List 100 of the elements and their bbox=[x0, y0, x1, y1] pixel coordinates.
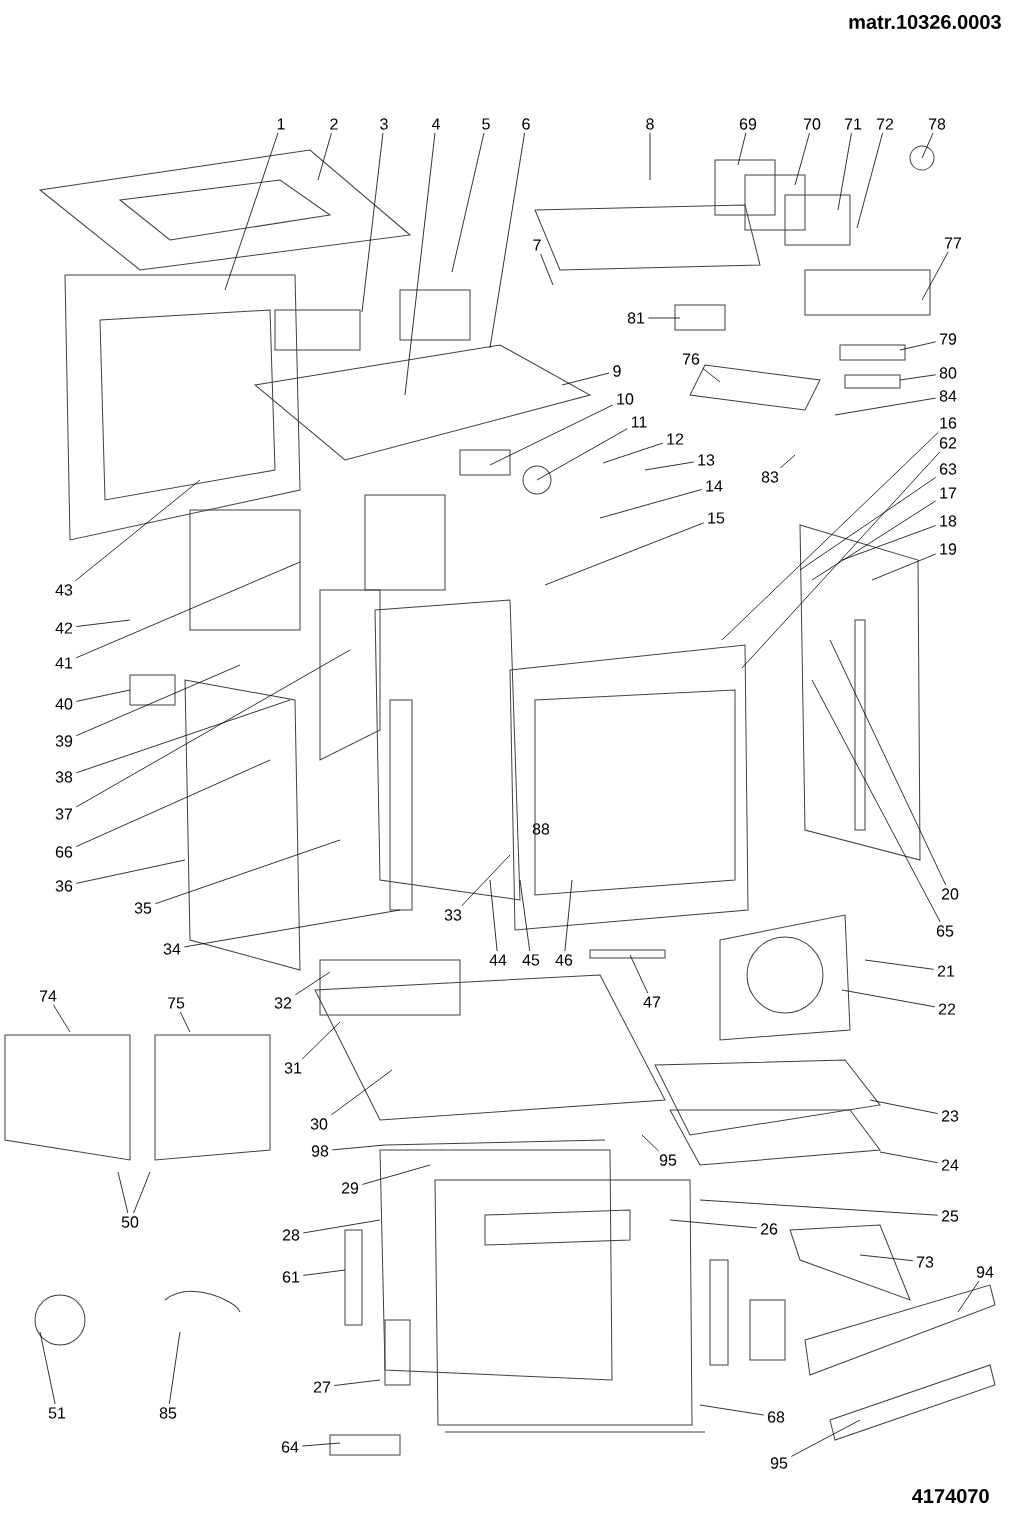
callout-number: 5 bbox=[482, 118, 490, 130]
callout-number: 40 bbox=[55, 698, 73, 710]
callout-number: 44 bbox=[489, 954, 507, 966]
callout-number: 95 bbox=[770, 1457, 788, 1469]
leader-line bbox=[183, 909, 401, 948]
leader-line bbox=[301, 1442, 341, 1447]
callout-number: 64 bbox=[281, 1441, 299, 1453]
callout-number: 1 bbox=[277, 118, 285, 130]
leader-line bbox=[540, 253, 554, 286]
callout-number: 42 bbox=[55, 622, 73, 634]
leader-line bbox=[301, 1021, 341, 1060]
callout-number: 36 bbox=[55, 880, 73, 892]
leader-line bbox=[702, 367, 721, 383]
leader-line bbox=[317, 132, 332, 181]
leader-line bbox=[837, 132, 852, 211]
callout-number: 72 bbox=[876, 118, 894, 130]
callout-number: 46 bbox=[555, 954, 573, 966]
leader-line bbox=[699, 1199, 939, 1216]
leader-line bbox=[561, 372, 610, 386]
callout-number: 63 bbox=[939, 463, 957, 475]
callout-number: 9 bbox=[613, 365, 621, 377]
leader-line bbox=[75, 689, 131, 702]
leader-line bbox=[75, 664, 241, 737]
leader-line bbox=[168, 1331, 181, 1405]
leader-line bbox=[957, 1280, 980, 1313]
callout-number: 69 bbox=[739, 118, 757, 130]
leader-line bbox=[224, 132, 279, 291]
callout-number: 78 bbox=[928, 118, 946, 130]
callout-number: 27 bbox=[313, 1381, 331, 1393]
callout-number: 80 bbox=[939, 367, 957, 379]
callout-number: 8 bbox=[646, 118, 654, 130]
leader-line bbox=[489, 879, 498, 952]
leader-line bbox=[302, 1219, 381, 1234]
callout-number: 25 bbox=[941, 1210, 959, 1222]
leader-line bbox=[811, 500, 937, 581]
leader-line bbox=[899, 374, 937, 381]
callout-number: 70 bbox=[803, 118, 821, 130]
callout-number: 84 bbox=[939, 390, 957, 402]
callout-number: 61 bbox=[282, 1271, 300, 1283]
leader-line bbox=[737, 132, 747, 166]
callout-number: 37 bbox=[55, 808, 73, 820]
callout-number: 75 bbox=[167, 997, 185, 1009]
leader-line bbox=[39, 1331, 56, 1405]
leader-line bbox=[330, 1069, 393, 1116]
callout-number: 47 bbox=[643, 996, 661, 1008]
callout-number: 17 bbox=[940, 487, 957, 499]
callout-number: 29 bbox=[341, 1182, 359, 1194]
leader-line bbox=[856, 132, 883, 229]
leader-line bbox=[779, 454, 796, 469]
leader-line bbox=[721, 431, 939, 641]
leader-line bbox=[75, 649, 351, 808]
callout-number: 32 bbox=[274, 997, 292, 1009]
callout-number: 50 bbox=[121, 1216, 139, 1228]
leader-line bbox=[53, 1004, 71, 1033]
leader-line bbox=[294, 971, 331, 996]
callout-number: 33 bbox=[444, 909, 462, 921]
leader-line bbox=[859, 1254, 914, 1262]
callout-number: 21 bbox=[937, 965, 955, 977]
leader-line bbox=[921, 251, 949, 301]
callout-number: 43 bbox=[55, 584, 73, 596]
leader-line bbox=[829, 639, 947, 886]
callout-number: 12 bbox=[667, 433, 684, 445]
callout-number: 7 bbox=[533, 239, 541, 251]
leader-line bbox=[489, 132, 525, 349]
callout-number: 51 bbox=[48, 1407, 66, 1419]
callout-number: 14 bbox=[706, 480, 723, 492]
callout-number: 10 bbox=[617, 393, 634, 405]
leader-line bbox=[361, 132, 384, 313]
leader-line bbox=[564, 879, 573, 952]
leader-line bbox=[644, 461, 695, 471]
leader-line bbox=[75, 859, 186, 884]
leader-line bbox=[811, 679, 941, 923]
leader-line bbox=[649, 132, 651, 181]
leader-line bbox=[647, 317, 681, 319]
callout-number: 74 bbox=[39, 990, 57, 1002]
callout-number: 18 bbox=[940, 515, 957, 527]
leader-line bbox=[921, 132, 934, 159]
leader-line bbox=[799, 477, 937, 571]
leader-line bbox=[75, 619, 131, 627]
leader-line bbox=[75, 759, 271, 847]
callout-number: 77 bbox=[944, 237, 962, 249]
leader-line bbox=[333, 1379, 381, 1386]
callout-number: 24 bbox=[941, 1159, 959, 1171]
leader-line bbox=[519, 879, 531, 952]
leader-line bbox=[75, 699, 291, 774]
leader-line bbox=[602, 442, 664, 464]
callout-number: 39 bbox=[55, 735, 73, 747]
callout-number: 16 bbox=[940, 417, 957, 429]
leader-line bbox=[451, 132, 485, 273]
callout-number: 94 bbox=[976, 1266, 994, 1278]
leader-line bbox=[871, 553, 937, 581]
leader-line bbox=[794, 132, 810, 186]
leader-line bbox=[133, 1171, 151, 1214]
callout-number: 30 bbox=[310, 1118, 328, 1130]
leader-line bbox=[117, 1171, 129, 1214]
callout-number: 31 bbox=[284, 1062, 302, 1074]
callout-number: 85 bbox=[159, 1407, 177, 1419]
callout-number: 83 bbox=[761, 471, 779, 483]
callout-number: 79 bbox=[939, 333, 957, 345]
callout-number: 13 bbox=[698, 454, 715, 466]
